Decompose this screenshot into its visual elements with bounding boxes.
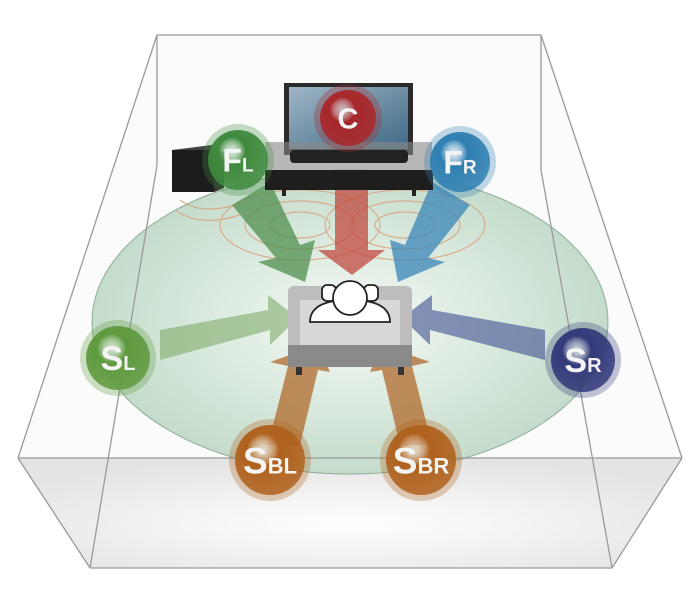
- speaker-label-main: F: [222, 142, 242, 178]
- arrow-front-right: [390, 182, 470, 282]
- speaker-front-left: FL: [202, 124, 274, 196]
- arrow-center: [318, 185, 385, 275]
- speaker-ball: [551, 328, 615, 392]
- speaker-surround-back-left: SBL: [229, 419, 311, 501]
- speaker-label-main: C: [338, 104, 359, 136]
- speaker-front-right: FR: [424, 126, 496, 198]
- arrow-surround-right: [402, 295, 545, 360]
- speaker-ball: [320, 90, 376, 146]
- speaker-ball: [386, 425, 456, 495]
- listener-icon: [309, 280, 391, 323]
- speaker-label: FR: [443, 144, 477, 180]
- speaker-label-sub: BL: [268, 453, 297, 478]
- speaker-label: SL: [101, 340, 136, 378]
- arrow-surround-left: [160, 295, 298, 360]
- speaker-label-main: S: [393, 440, 418, 481]
- speaker-label-main: F: [443, 144, 463, 180]
- speaker-label: SR: [564, 342, 602, 380]
- speaker-label-main: S: [243, 440, 268, 481]
- speaker-label: C: [338, 104, 359, 136]
- speaker-surround-back-right: SBR: [380, 419, 462, 501]
- room-floor: [18, 458, 682, 568]
- speaker-ball: [86, 326, 150, 390]
- speaker-surround-left: SL: [80, 320, 156, 396]
- speaker-ball: [430, 132, 490, 192]
- speaker-label-main: S: [101, 340, 124, 378]
- speaker-label: FL: [222, 142, 254, 178]
- soundbar-rack: [265, 142, 433, 196]
- speaker-label-sub: BR: [417, 453, 449, 478]
- sound-arrows: [160, 182, 545, 445]
- arrow-back-right: [370, 345, 432, 445]
- speaker-center: C: [314, 84, 382, 152]
- speaker-label-sub: L: [123, 353, 135, 375]
- speaker-surround-right: SR: [545, 322, 621, 398]
- speaker-ball: [235, 425, 305, 495]
- speaker-label: SBR: [393, 440, 450, 481]
- speaker-label-main: S: [564, 342, 587, 380]
- arrow-front-left: [232, 182, 315, 282]
- speaker-label-sub: L: [242, 155, 254, 176]
- speaker-label-sub: R: [587, 355, 602, 377]
- arrow-back-left: [268, 345, 330, 445]
- speaker-label-sub: R: [463, 157, 477, 178]
- speaker-label: SBL: [243, 440, 297, 481]
- speaker-ball: [208, 130, 268, 190]
- room-outline: [17, 34, 683, 569]
